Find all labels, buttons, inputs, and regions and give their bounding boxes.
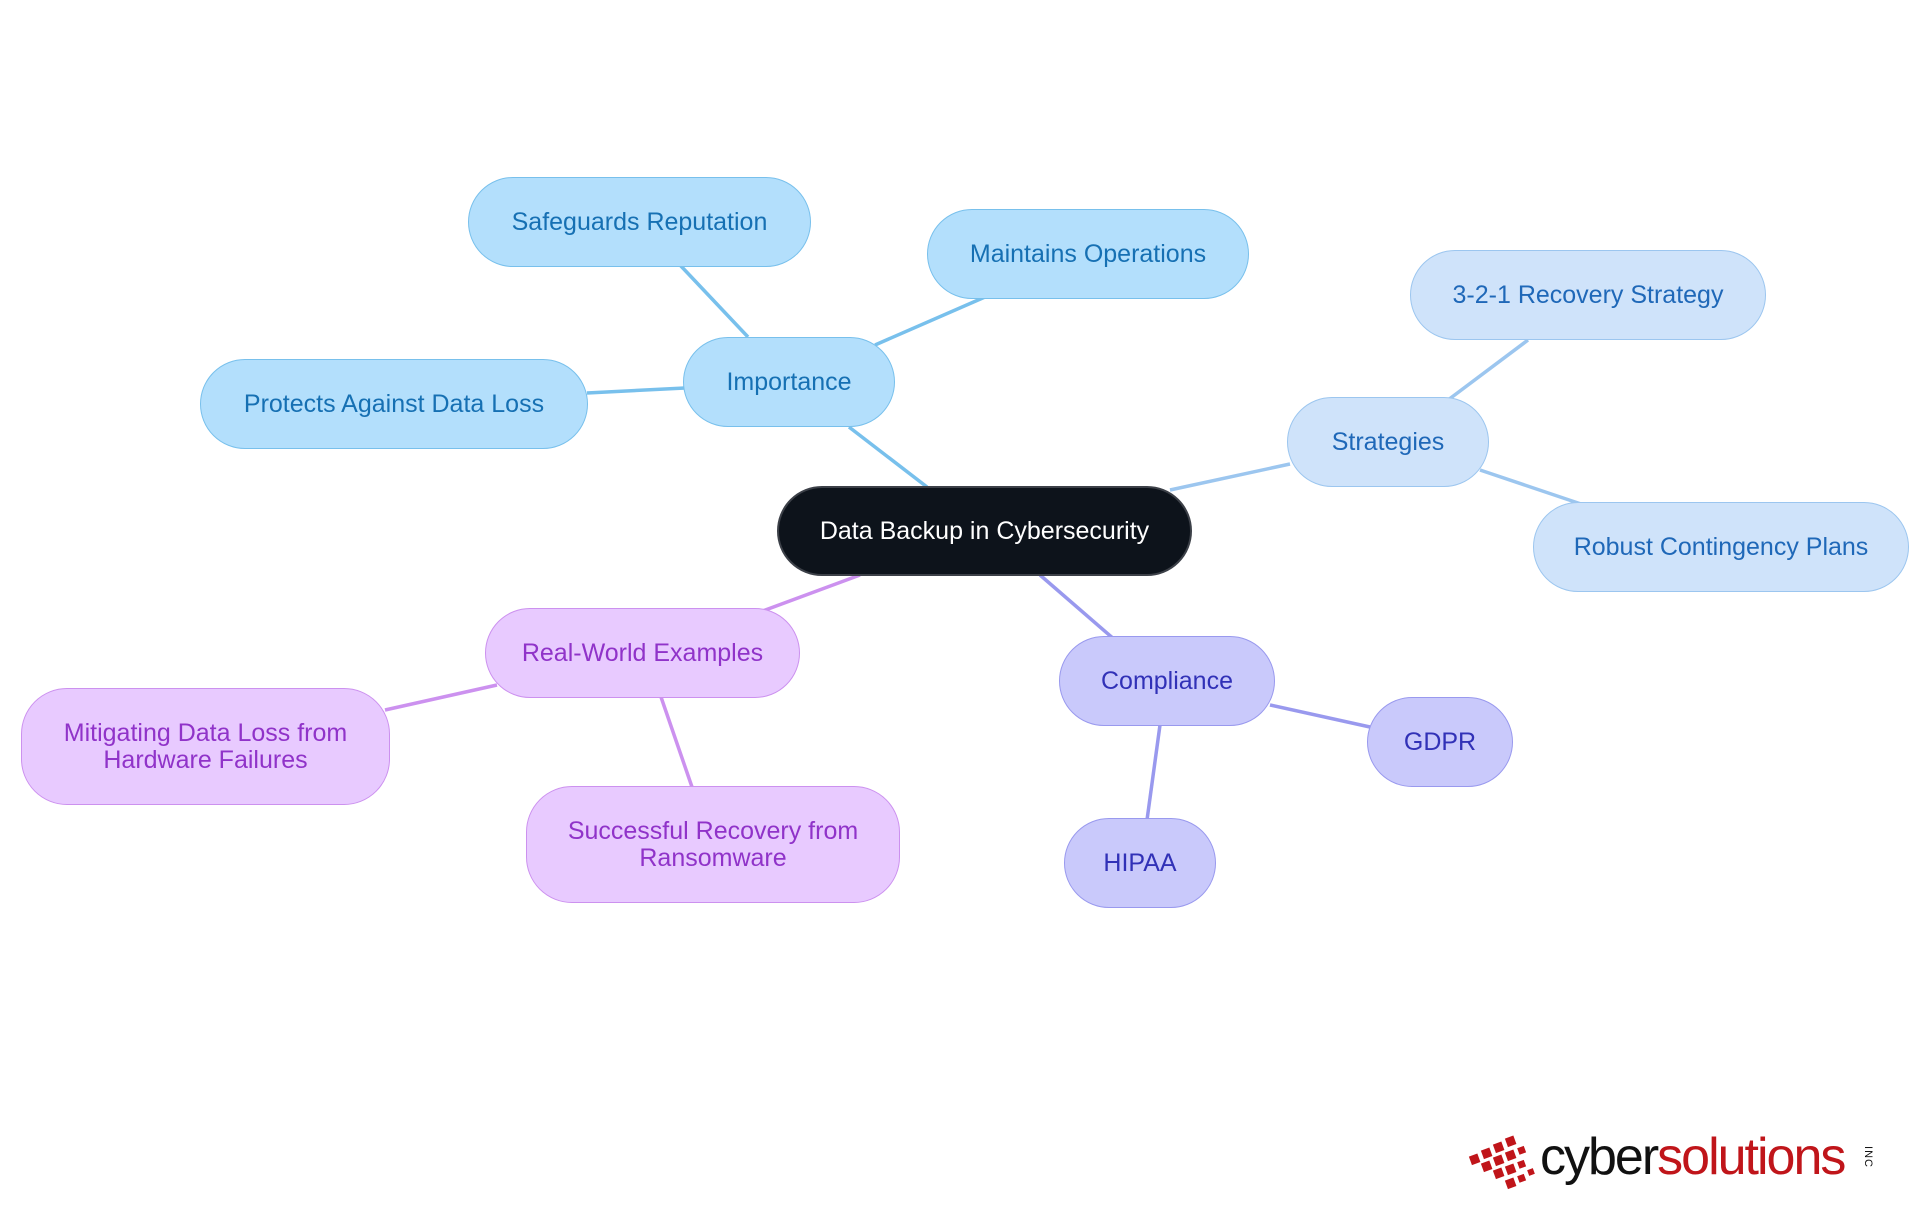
link-root-strategies xyxy=(1169,462,1291,492)
logo-word-cyber: cyber xyxy=(1540,1128,1659,1186)
link-root-examples xyxy=(759,573,861,614)
branch-node-importance: Importance xyxy=(683,337,895,427)
leaf-node-gdpr: GDPR xyxy=(1367,697,1513,787)
logo-mark-icon xyxy=(1468,1135,1535,1190)
link-examples-hardware xyxy=(384,683,498,712)
leaf-node-protects-against-data-loss: Protects Against Data Loss xyxy=(200,359,588,449)
branch-node-strategies: Strategies xyxy=(1287,397,1489,487)
leaf-node-robust-contingency-plans: Robust Contingency Plans xyxy=(1533,502,1909,592)
logo-inc-suffix: INC xyxy=(1861,1146,1874,1168)
cybersolutions-logo: cybersolutions INC xyxy=(1468,1125,1878,1195)
logo-wordmark: cybersolutions xyxy=(1540,1127,1846,1187)
leaf-node-safeguards-reputation: Safeguards Reputation xyxy=(468,177,811,267)
link-strategies-contingency xyxy=(1479,468,1585,507)
link-importance-dataloss xyxy=(586,386,686,395)
link-compliance-hipaa xyxy=(1145,724,1162,821)
leaf-node-successful-recovery: Successful Recovery from Ransomware xyxy=(526,786,900,903)
link-compliance-gdpr xyxy=(1269,703,1371,729)
branch-node-real-world-examples: Real-World Examples xyxy=(485,608,800,698)
link-examples-ransomware xyxy=(659,696,694,788)
branch-node-compliance: Compliance xyxy=(1059,636,1275,726)
link-importance-reputation xyxy=(678,263,750,339)
leaf-node-mitigating-data-loss: Mitigating Data Loss from Hardware Failu… xyxy=(21,688,390,805)
leaf-node-321-recovery-strategy: 3-2-1 Recovery Strategy xyxy=(1410,250,1766,340)
link-strategies-321 xyxy=(1446,338,1530,402)
leaf-node-hipaa: HIPAA xyxy=(1064,818,1216,908)
link-root-compliance xyxy=(1038,573,1117,642)
logo-word-solutions: solutions xyxy=(1657,1128,1846,1186)
link-root-importance xyxy=(847,425,929,489)
leaf-node-maintains-operations: Maintains Operations xyxy=(927,209,1249,299)
root-node: Data Backup in Cybersecurity xyxy=(777,486,1192,576)
link-importance-operations xyxy=(874,295,986,347)
